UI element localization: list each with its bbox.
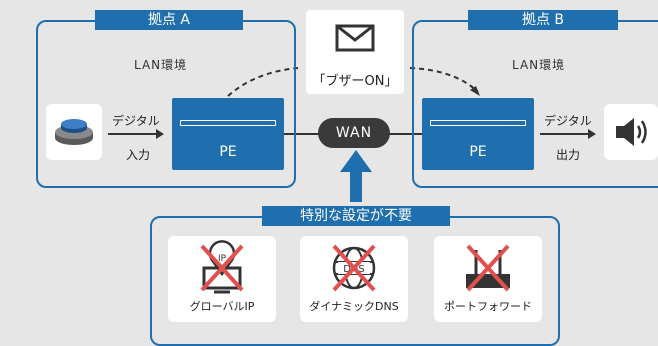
settings-panel-title: 特別な設定が不要: [262, 206, 450, 226]
setting-card-ddns: DNS ダイナミックDNS: [300, 236, 408, 322]
site-a-signal-top: デジタル: [112, 114, 160, 128]
message-label: 「ブザーON」: [312, 74, 398, 89]
setting-card-port-forward: ポートフォワード: [434, 236, 542, 322]
dashed-arrowhead: [470, 86, 480, 96]
site-a-input-device: [46, 104, 102, 160]
dns-globe-icon: DNS: [332, 244, 376, 292]
dashed-arc-left: [227, 67, 299, 97]
message-box: 「ブザーON」: [306, 10, 404, 94]
site-a-title: 拠点 A: [95, 10, 243, 30]
site-b-pe-label: PE: [469, 144, 487, 160]
pe-device-bar-icon: [180, 120, 276, 126]
setting-label-port-forward: ポートフォワード: [444, 300, 532, 313]
envelope-icon: [335, 24, 375, 52]
router-icon: [466, 244, 510, 292]
setting-card-global-ip: IP グローバルIP: [168, 236, 276, 322]
ip-icon-text: IP: [218, 254, 227, 264]
site-b-title: 拠点 B: [468, 10, 618, 30]
site-a-signal-bottom: 入力: [126, 148, 151, 162]
up-arrow: [340, 150, 372, 202]
setting-label-ddns: ダイナミックDNS: [309, 300, 399, 313]
site-b-pe: PE: [422, 98, 534, 170]
site-b-lan-label: LAN環境: [512, 58, 566, 72]
site-a-lan-label: LAN環境: [134, 58, 188, 72]
ip-pin-icon: IP: [200, 240, 244, 294]
site-b-arrow: [540, 129, 596, 139]
site-a-pe-label: PE: [219, 144, 237, 160]
site-b-signal-top: デジタル: [544, 114, 592, 128]
pe-device-bar-icon: [430, 120, 526, 126]
site-b-output-device: [604, 104, 658, 160]
wan-node: WAN: [318, 118, 390, 148]
push-button-icon: [55, 119, 93, 145]
site-a-arrow: [108, 129, 164, 139]
site-a-pe: PE: [172, 98, 284, 170]
site-b-signal-bottom: 出力: [556, 148, 581, 162]
setting-label-global-ip: グローバルIP: [189, 300, 255, 313]
speaker-icon: [616, 118, 647, 146]
